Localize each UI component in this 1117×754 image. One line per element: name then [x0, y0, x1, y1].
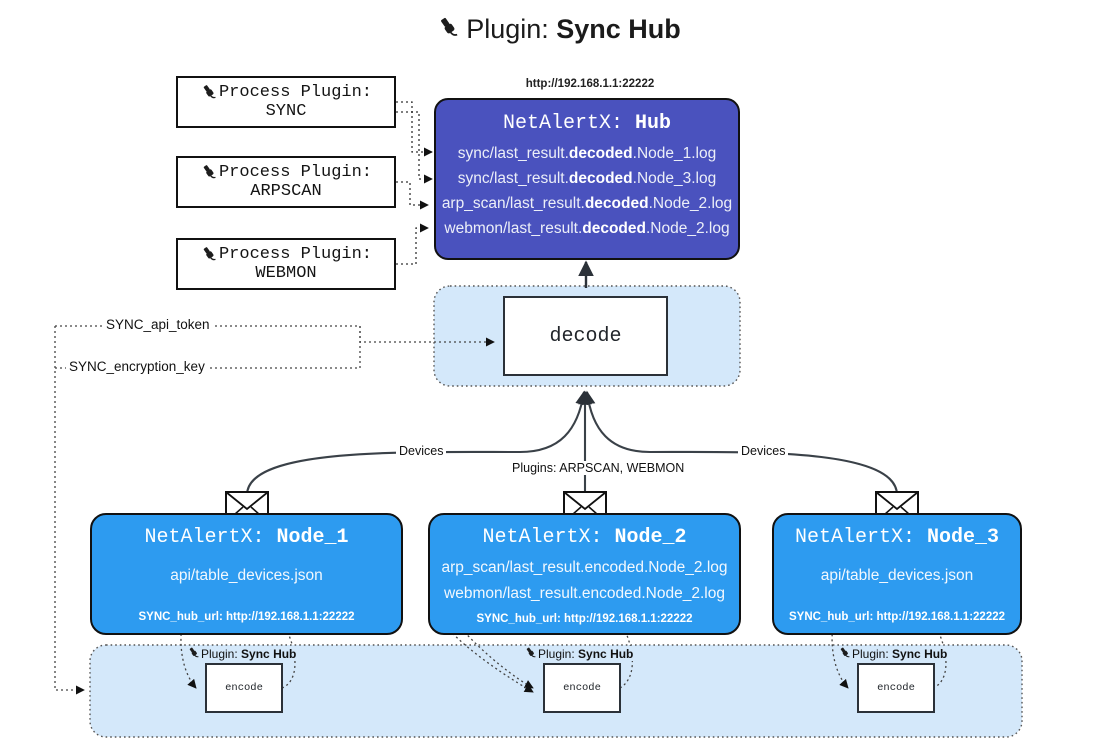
- node-log-line: webmon/last_result.encoded.Node_2.log: [444, 585, 725, 602]
- node-box-node1[interactable]: NetAlertX: Node_1 api/table_devices.json…: [90, 513, 403, 635]
- encode-box-3[interactable]: encode: [857, 663, 935, 713]
- process-plugin-box-arpscan[interactable]: Process Plugin: ARPSCAN: [176, 156, 396, 208]
- process-plugin-line1: Process Plugin:: [200, 163, 372, 182]
- edge-sync-to-hub-1: [396, 101, 433, 157]
- setting-api-token-label: SYNC_api_token: [103, 317, 213, 332]
- process-plugin-box-sync[interactable]: Process Plugin: SYNC: [176, 76, 396, 128]
- encoder-plugin-label-3: Plugin: Sync Hub: [836, 646, 950, 661]
- node-log-line: api/table_devices.json: [170, 567, 323, 584]
- hub-log-line: arp_scan/last_result.decoded.Node_2.log: [441, 195, 733, 212]
- hub-log-line: sync/last_result.decoded.Node_3.log: [457, 170, 717, 187]
- plugin-label: Process Plugin:: [218, 83, 373, 102]
- encoder-plugin-label-2: Plugin: Sync Hub: [522, 646, 636, 661]
- title-name: Sync Hub: [556, 14, 681, 44]
- node-title-name: Node_3: [927, 526, 1000, 549]
- node-title-prefix: NetAlertX:: [482, 526, 603, 549]
- hub-url-label: http://192.168.1.1:22222: [525, 78, 655, 90]
- plug-icon: [203, 247, 216, 261]
- edge-node3-to-decode: [581, 390, 899, 496]
- node-setting: SYNC_hub_url: http://192.168.1.1:22222: [788, 611, 1006, 623]
- hub-title-name: Hub: [635, 112, 672, 135]
- edge-label-plugins-center: Plugins: ARPSCAN, WEBMON: [509, 461, 688, 475]
- encoder-plugin-label-1: Plugin: Sync Hub: [185, 646, 299, 661]
- process-plugin-line2: WEBMON: [255, 264, 317, 283]
- edge-node2b-to-encode2: [433, 594, 534, 693]
- plug-icon: [840, 647, 850, 658]
- encode-box-2[interactable]: encode: [543, 663, 621, 713]
- hub-title: NetAlertX: Hub: [436, 112, 738, 135]
- node-log-line: arp_scan/last_result.encoded.Node_2.log: [441, 559, 728, 576]
- node-title-name: Node_1: [276, 526, 349, 549]
- node-title: NetAlertX: Node_1: [92, 526, 401, 549]
- edge-arpscan-to-hub: [396, 181, 429, 210]
- edge-label-devices-right: Devices: [738, 444, 789, 458]
- process-plugin-line1: Process Plugin:: [200, 245, 372, 264]
- node-setting: SYNC_hub_url: http://192.168.1.1:22222: [138, 611, 355, 623]
- edge-label-devices-left: Devices: [396, 444, 447, 458]
- node-title-prefix: NetAlertX:: [794, 526, 915, 549]
- process-plugin-line2: ARPSCAN: [250, 182, 322, 201]
- page-title: Plugin: Sync Hub: [0, 14, 1117, 48]
- node-title-prefix: NetAlertX:: [144, 526, 265, 549]
- plugin-label: Process Plugin:: [218, 245, 373, 264]
- hub-box[interactable]: NetAlertX: Hub sync/last_result.decoded.…: [434, 98, 740, 260]
- node-box-node2[interactable]: NetAlertX: Node_2 arp_scan/last_result.e…: [428, 513, 741, 635]
- node-setting: SYNC_hub_url: http://192.168.1.1:22222: [476, 613, 693, 625]
- edge-settings-to-encoders: [54, 326, 85, 695]
- setting-encryption-key-label: SYNC_encryption_key: [66, 359, 208, 374]
- plug-icon: [203, 165, 216, 179]
- encode-box-1[interactable]: encode: [205, 663, 283, 713]
- node-title-name: Node_2: [614, 526, 687, 549]
- plug-icon: [436, 15, 462, 48]
- edge-node1-to-decode: [245, 390, 589, 496]
- decode-box[interactable]: decode: [503, 296, 668, 376]
- plugin-label: Process Plugin:: [218, 163, 373, 182]
- process-plugin-line2: SYNC: [265, 102, 307, 121]
- edge-sync-to-hub-2: [396, 111, 433, 184]
- plug-icon: [526, 647, 536, 658]
- node-box-node3[interactable]: NetAlertX: Node_3 api/table_devices.json…: [772, 513, 1022, 635]
- plug-icon: [189, 647, 199, 658]
- process-plugin-box-webmon[interactable]: Process Plugin: WEBMON: [176, 238, 396, 290]
- hub-log-line: sync/last_result.decoded.Node_1.log: [457, 145, 717, 162]
- node-title: NetAlertX: Node_2: [430, 526, 739, 549]
- title-prefix: Plugin:: [466, 14, 549, 44]
- node-title: NetAlertX: Node_3: [774, 526, 1020, 549]
- hub-log-line: webmon/last_result.decoded.Node_2.log: [444, 220, 730, 237]
- process-plugin-line1: Process Plugin:: [200, 83, 372, 102]
- plug-icon: [203, 85, 216, 99]
- edge-webmon-to-hub: [396, 223, 429, 265]
- hub-title-prefix: NetAlertX:: [502, 112, 623, 135]
- node-log-line: api/table_devices.json: [820, 567, 974, 584]
